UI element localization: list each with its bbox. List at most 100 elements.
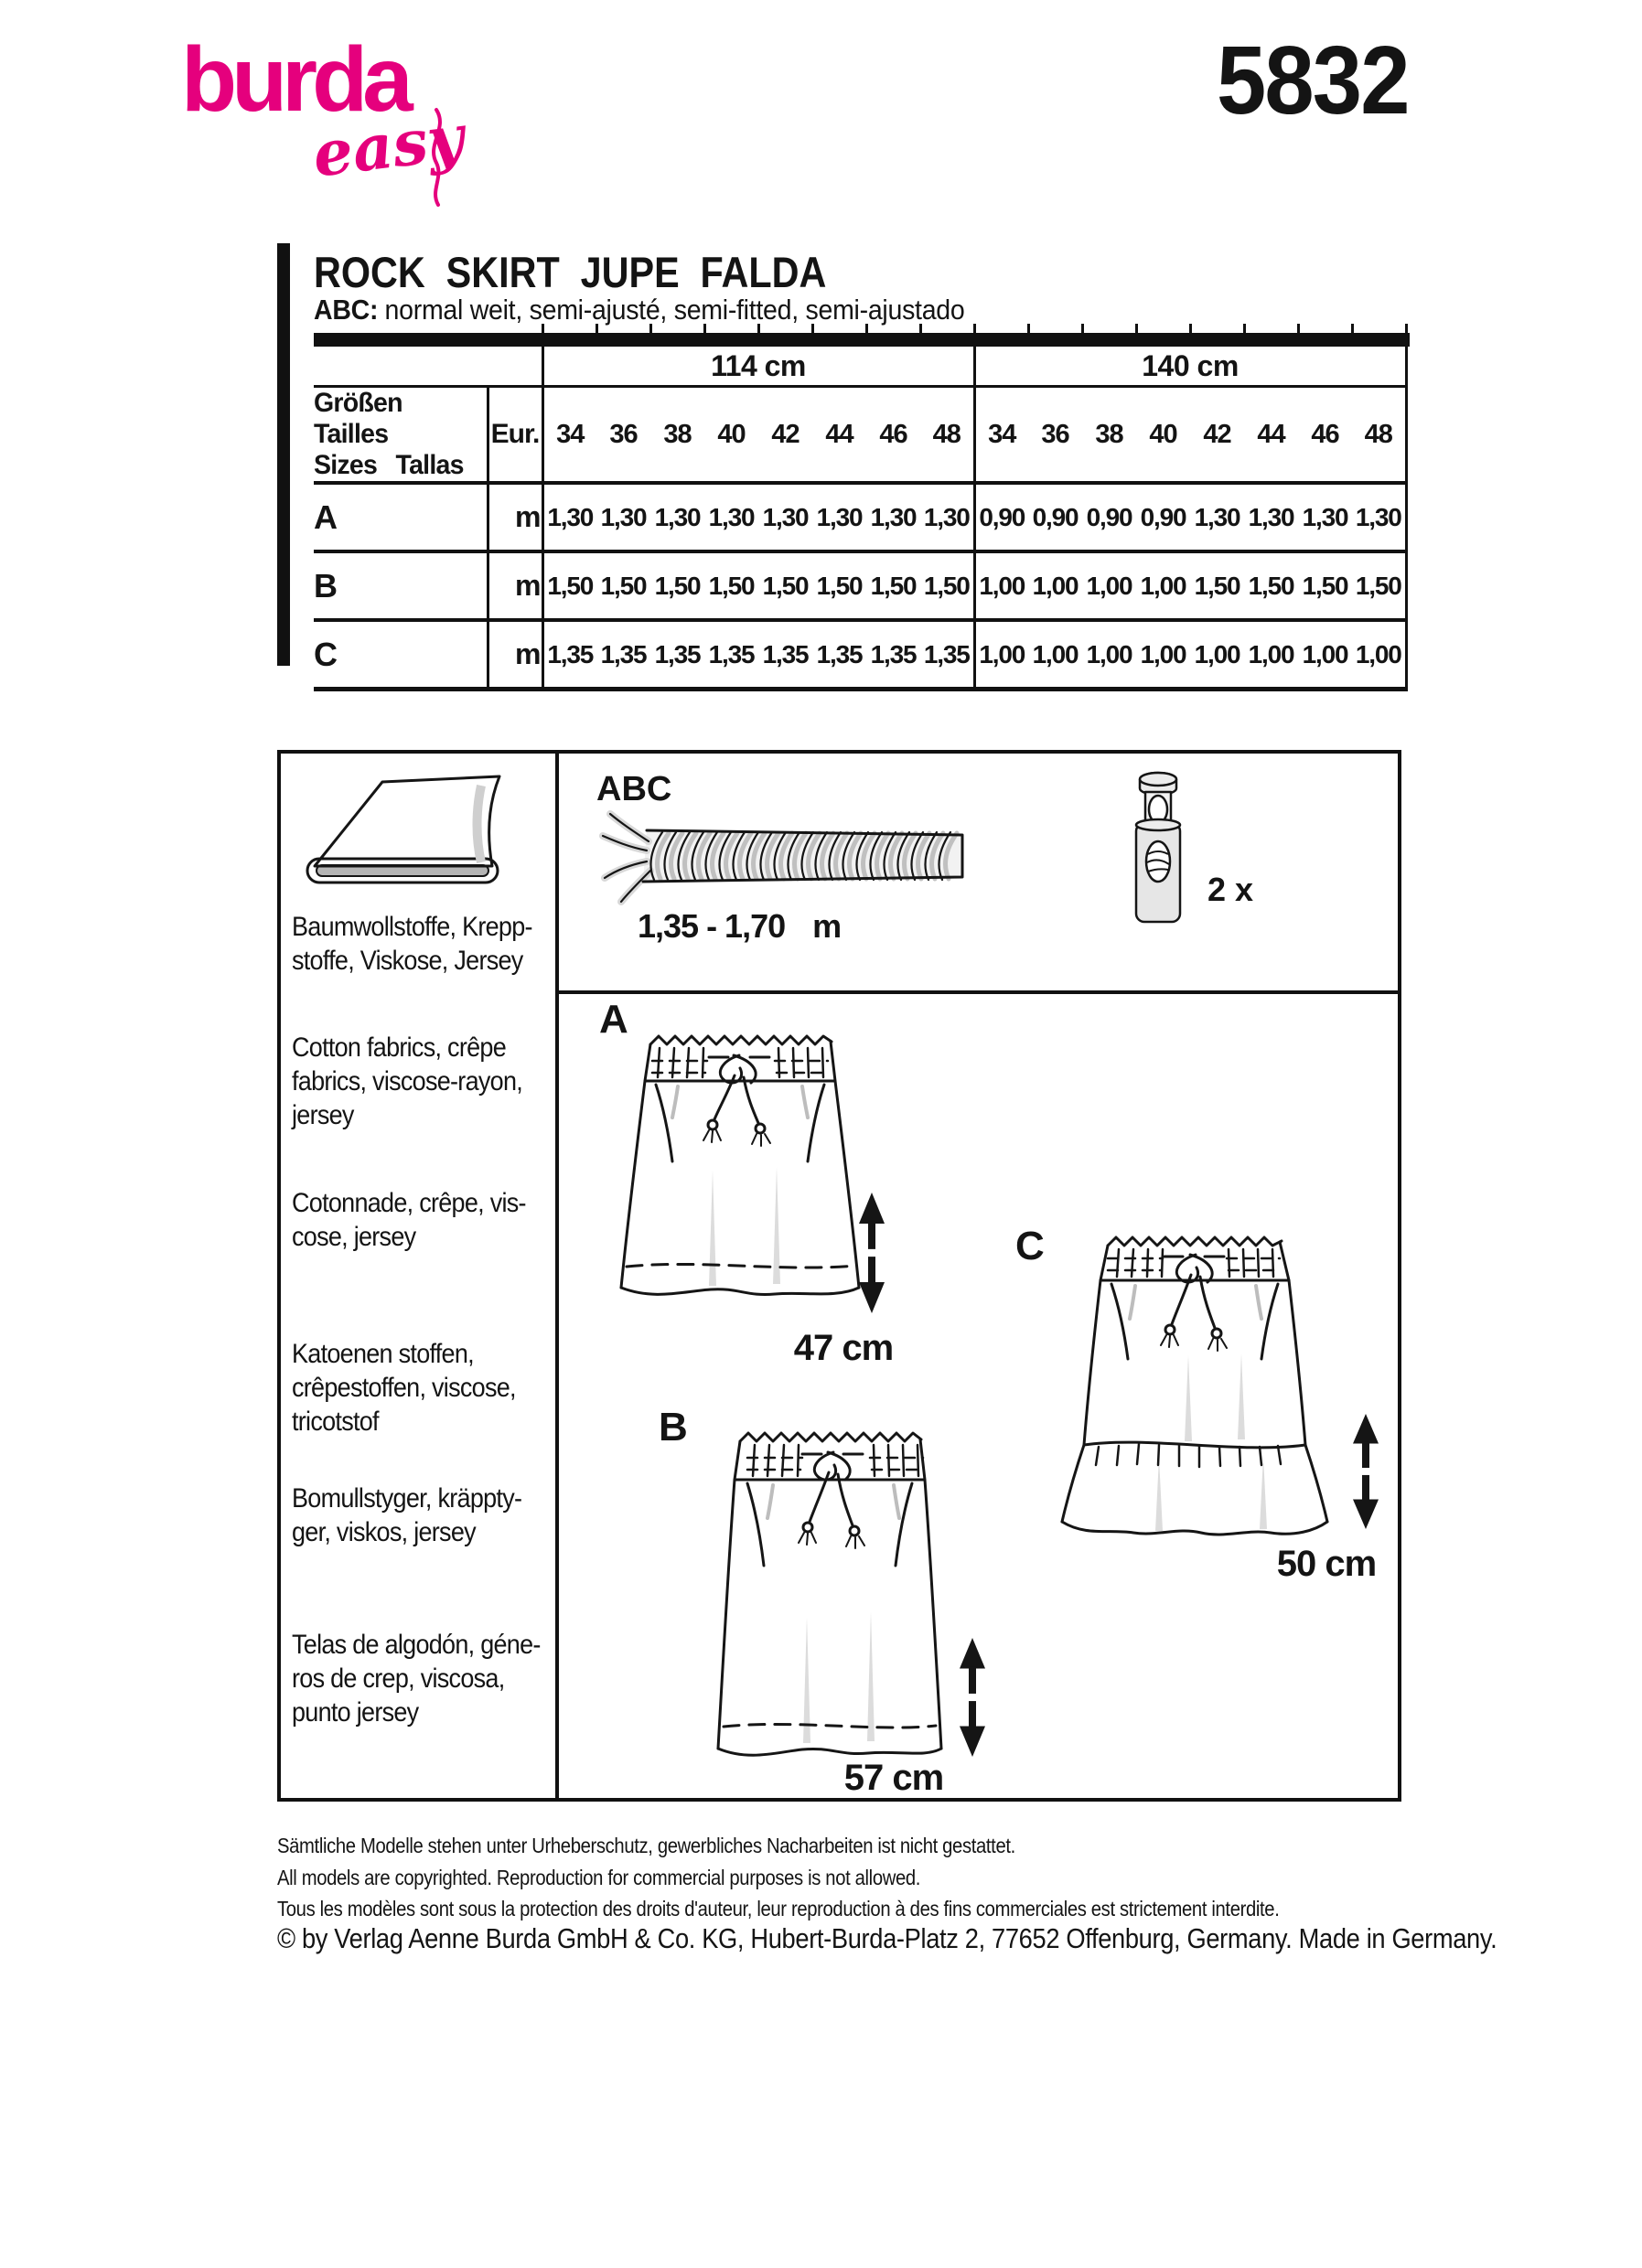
fit-text: normal weit, semi-ajusté, semi-fitted, s… <box>384 294 965 326</box>
copyright-line-publisher: © by Verlag Aenne Burda GmbH & Co. KG, H… <box>277 1922 1497 1954</box>
fabric-bolt-icon <box>306 775 501 884</box>
yardage-cell: 1,30 <box>1190 483 1244 553</box>
yardage-cell: 1,30 <box>920 483 974 553</box>
length-arrow-icon <box>859 1193 885 1313</box>
size-header-cell: 36 <box>1028 386 1082 485</box>
fit-description: ABC:normal weit, semi-ajusté, semi-fitte… <box>314 294 965 326</box>
fabric-recommendation-line: ros de crep, viscosa, <box>292 1664 505 1694</box>
table-column-tick <box>1189 324 1192 333</box>
size-header-cell: 44 <box>1244 386 1298 485</box>
fabric-recommendation-line: cose, jersey <box>292 1222 416 1252</box>
yardage-cell: 1,00 <box>972 551 1028 622</box>
notions-views-label: ABC <box>596 770 672 808</box>
table-column-tick <box>1351 324 1354 333</box>
skirt-a-drawing <box>619 1034 861 1297</box>
size-header-cell: 48 <box>920 386 974 485</box>
table-column-tick <box>1135 324 1138 333</box>
fabric-recommendation-line: Telas de algodón, géne- <box>292 1630 541 1660</box>
size-header-cell: 36 <box>596 386 650 485</box>
view-b-length: 57 cm <box>843 1758 944 1798</box>
yardage-cell: 1,35 <box>542 620 596 691</box>
fabric-recommendation: Telas de algodón, géne-ros de crep, visc… <box>292 1628 541 1729</box>
thread-swirl-icon <box>432 108 442 207</box>
table-top-bar <box>314 333 1410 347</box>
skirt-c-drawing <box>1060 1236 1329 1536</box>
table-column-tick <box>649 324 652 333</box>
yardage-cell: 1,00 <box>1082 551 1136 622</box>
view-c-length: 50 cm <box>1276 1544 1377 1584</box>
table-column-tick <box>1027 324 1030 333</box>
eur-header-cell: Eur. <box>486 386 544 485</box>
unit-cell: m <box>486 620 544 691</box>
size-header-cell: 38 <box>650 386 704 485</box>
burda-logo: burda <box>181 28 413 131</box>
drawstring-cord-icon <box>599 810 964 905</box>
yardage-cell: 1,00 <box>1136 551 1190 622</box>
fabric-recommendation-line: Cotonnade, crêpe, vis- <box>292 1188 527 1218</box>
yardage-cell: 1,30 <box>866 483 920 553</box>
cord-length-value: 1,35 - 1,70 <box>638 907 786 945</box>
yardage-cell: 1,50 <box>812 551 866 622</box>
sizes-corner-line1: Größen Tailles <box>314 388 403 449</box>
yardage-cell: 1,00 <box>1298 620 1352 691</box>
sizes-corner-line2: Sizes Tallas <box>314 450 464 480</box>
yardage-cell: 1,00 <box>1352 620 1406 691</box>
yardage-cell: 0,90 <box>972 483 1028 553</box>
corner-empty-cell <box>314 347 544 388</box>
fabric-recommendation-line: jersey <box>292 1100 354 1130</box>
yardage-cell: 1,00 <box>972 620 1028 691</box>
size-header-cell: 42 <box>758 386 812 485</box>
copyright-line-en: All models are copyrighted. Reproduction… <box>277 1866 921 1889</box>
yardage-cell: 1,30 <box>1244 483 1298 553</box>
yardage-cell: 1,50 <box>650 551 704 622</box>
fabric-recommendation-line: fabrics, viscose-rayon, <box>292 1066 523 1097</box>
copyright-line-fr: Tous les modèles sont sous la protection… <box>277 1897 1280 1920</box>
table-column-tick <box>919 324 922 333</box>
yardage-cell: 1,00 <box>1136 620 1190 691</box>
yardage-cell: 1,35 <box>812 620 866 691</box>
yardage-cell: 1,00 <box>1082 620 1136 691</box>
length-arrow-icon <box>960 1638 985 1757</box>
size-header-cell: 46 <box>866 386 920 485</box>
yardage-cell: 1,30 <box>650 483 704 553</box>
fabric-recommendation-line: Cotton fabrics, crêpe <box>292 1032 507 1063</box>
yardage-cell: 1,30 <box>596 483 650 553</box>
yardage-cell: 1,50 <box>596 551 650 622</box>
table-column-tick <box>1081 324 1084 333</box>
yardage-cell: 1,35 <box>596 620 650 691</box>
yardage-cell: 1,50 <box>1298 551 1352 622</box>
horizontal-divider <box>559 990 1398 994</box>
fabric-recommendation-line: Katoenen stoffen, <box>292 1339 475 1369</box>
stopper-count: 2 x <box>1207 871 1254 908</box>
yardage-cell: 1,35 <box>650 620 704 691</box>
yardage-cell: 1,50 <box>1244 551 1298 622</box>
yardage-cell: 1,50 <box>542 551 596 622</box>
view-b-label: B <box>659 1405 688 1450</box>
yardage-cell: 1,30 <box>1352 483 1406 553</box>
view-label-cell: C <box>314 620 488 691</box>
yardage-cell: 1,00 <box>1190 620 1244 691</box>
yardage-cell: 0,90 <box>1082 483 1136 553</box>
fabric-width-140-header: 140 cm <box>972 347 1406 388</box>
title-word: ROCK <box>314 248 425 296</box>
yardage-cell: 1,30 <box>704 483 758 553</box>
yardage-cell: 1,35 <box>704 620 758 691</box>
view-a-length: 47 cm <box>793 1328 894 1368</box>
fabric-recommendation-line: stoffe, Viskose, Jersey <box>292 946 523 976</box>
fabric-recommendation-line: Baumwollstoffe, Krepp- <box>292 912 533 942</box>
fabric-recommendation-line: tricotstof <box>292 1407 380 1437</box>
title-accent-bar <box>277 243 290 666</box>
unit-cell: m <box>486 483 544 553</box>
view-c-label: C <box>1015 1224 1045 1268</box>
fit-views-label: ABC: <box>314 294 379 326</box>
table-column-tick <box>542 324 544 333</box>
yardage-cell: 1,50 <box>1352 551 1406 622</box>
table-column-tick <box>1297 324 1300 333</box>
yardage-cell: 1,35 <box>866 620 920 691</box>
yardage-cell: 1,35 <box>920 620 974 691</box>
